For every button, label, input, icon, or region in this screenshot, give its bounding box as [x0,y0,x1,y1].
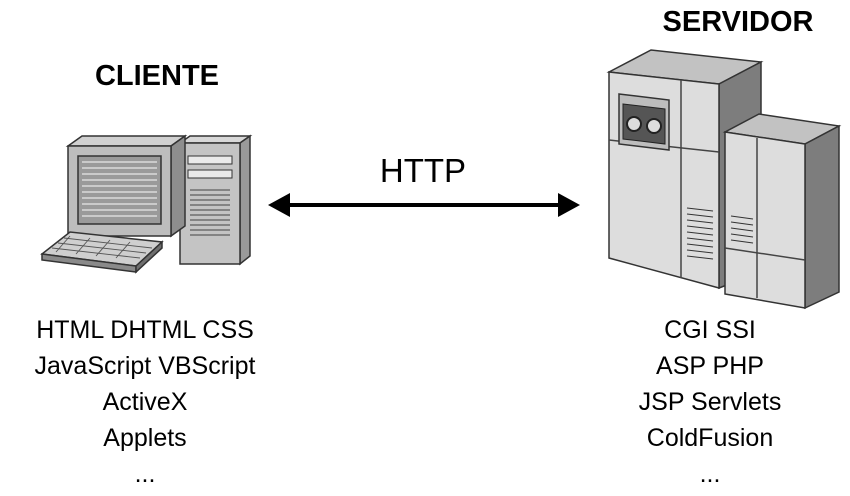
client-tech-line: HTML DHTML CSS [36,316,254,344]
client-tech-line: JavaScript VBScript [34,352,256,380]
server-title: SERVIDOR [662,6,814,38]
server-technology-list: CGI SSI ASP PHP JSP Servlets ColdFusion … [600,312,820,492]
client-computer-icon [40,134,253,274]
client-title: CLIENTE [94,60,220,92]
client-tech-line: ActiveX [102,388,188,416]
server-tech-line: ColdFusion [646,424,774,452]
client-tech-line: ... [134,460,156,488]
bidirectional-arrow [268,193,580,217]
client-technology-list: HTML DHTML CSS JavaScript VBScript Activ… [0,312,290,492]
server-tech-line: JSP Servlets [638,388,782,416]
protocol-label: HTTP [379,152,467,189]
client-tech-line: Applets [103,424,187,452]
server-icon [606,49,842,310]
server-tech-line: ... [699,460,721,488]
server-tech-line: ASP PHP [656,352,764,380]
server-tech-line: CGI SSI [664,316,756,344]
